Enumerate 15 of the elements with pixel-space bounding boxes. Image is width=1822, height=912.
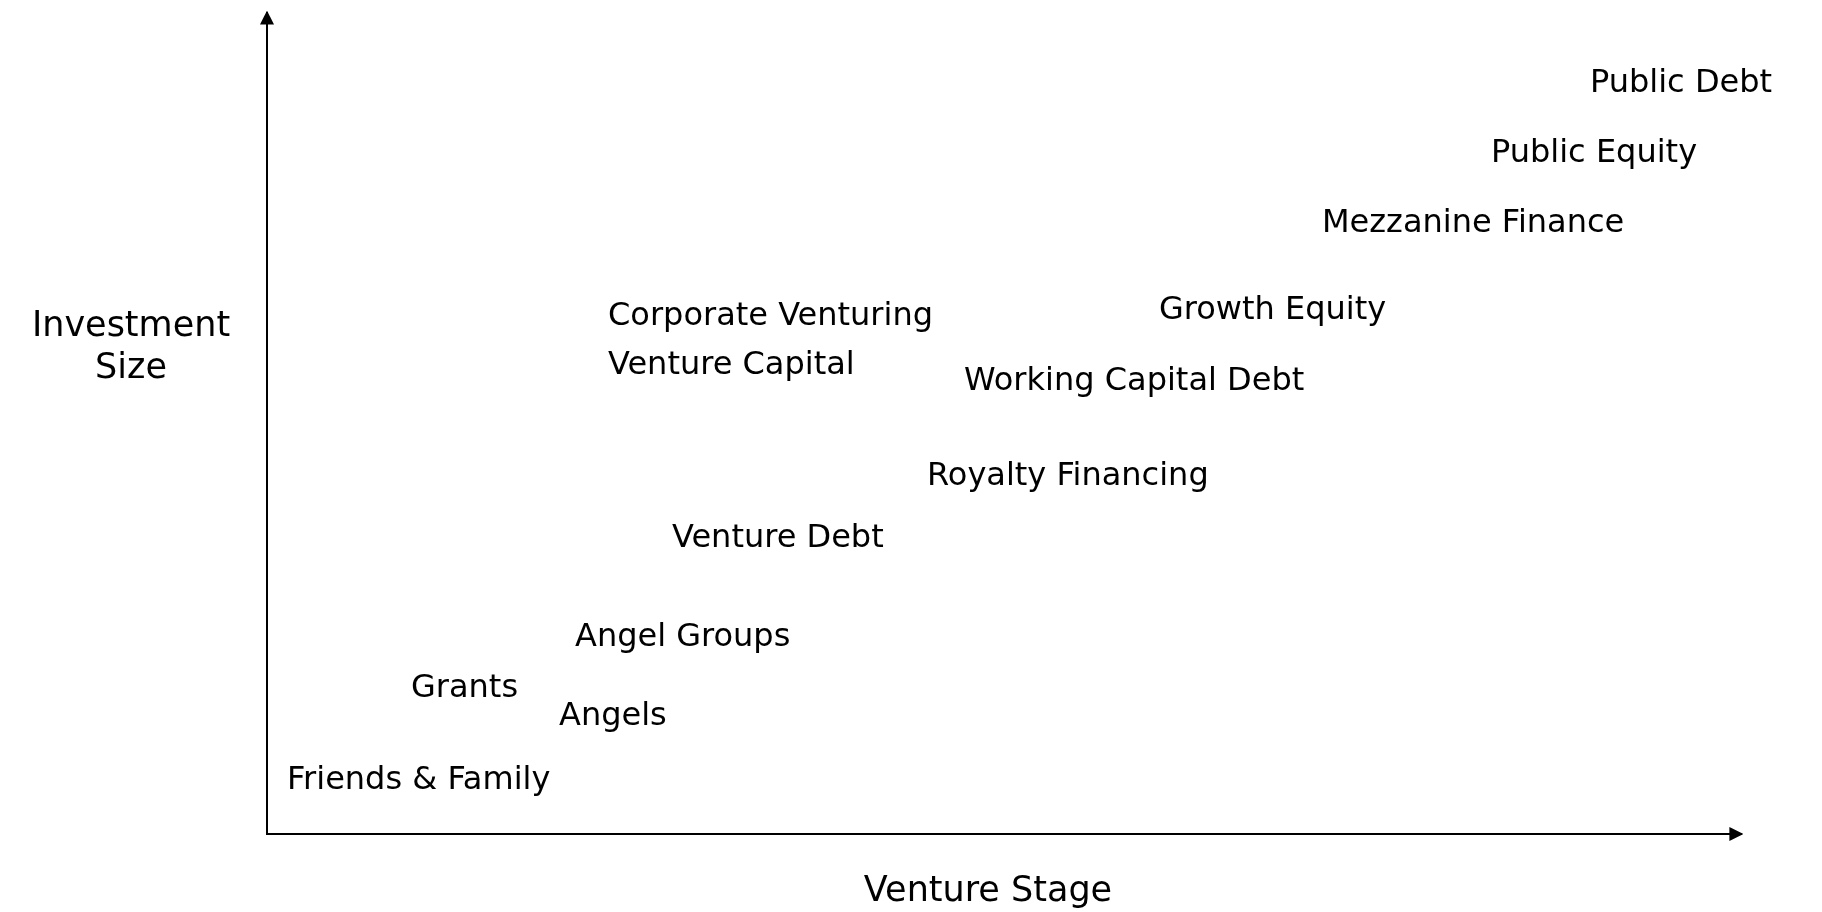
category-label: Corporate Venturing	[608, 294, 933, 334]
category-label: Public Debt	[1590, 61, 1773, 101]
axis-title: Investment Size	[30, 303, 232, 387]
category-label: Angels	[559, 694, 667, 734]
category-label: Angel Groups	[575, 615, 791, 655]
category-label: Friends & Family	[287, 758, 551, 798]
category-label: Royalty Financing	[927, 454, 1209, 494]
axis-title: Venture Stage	[863, 868, 1113, 910]
category-label: Public Equity	[1491, 131, 1698, 171]
category-label: Working Capital Debt	[964, 359, 1305, 399]
category-label: Grants	[411, 666, 519, 706]
category-label: Venture Debt	[672, 516, 884, 556]
category-label: Venture Capital	[608, 343, 855, 383]
category-label: Growth Equity	[1159, 288, 1387, 328]
category-label: Mezzanine Finance	[1322, 201, 1625, 241]
